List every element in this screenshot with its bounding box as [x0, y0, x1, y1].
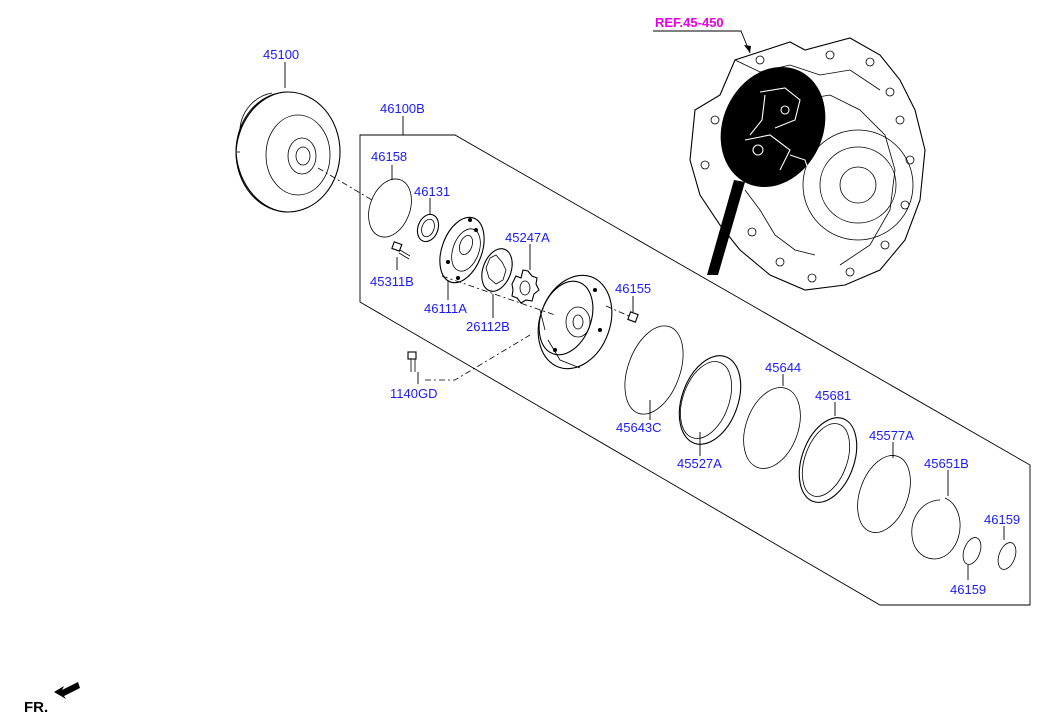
- bolt-45311B: [391, 241, 411, 260]
- label-46100B[interactable]: 46100B: [380, 101, 425, 116]
- ring-45681: [798, 417, 858, 503]
- centerline-1: [317, 167, 373, 201]
- ring-45643C: [624, 325, 684, 415]
- ring-45577A: [857, 455, 911, 533]
- seal-ring-46159-a: [962, 537, 982, 565]
- ring-45644: [743, 387, 801, 469]
- centerline-3: [425, 334, 531, 381]
- fr-label: FR.: [24, 699, 48, 716]
- label-45527A[interactable]: 45527A: [677, 456, 722, 471]
- label-45643C[interactable]: 45643C: [616, 420, 662, 435]
- label-45247A[interactable]: 45247A: [505, 230, 550, 245]
- label-46111A[interactable]: 46111A: [424, 301, 467, 316]
- label-45644[interactable]: 45644: [765, 360, 801, 375]
- label-46155[interactable]: 46155: [615, 281, 651, 296]
- transmission-housing: [689, 37, 926, 291]
- pump-housing: [537, 274, 613, 370]
- label-46131[interactable]: 46131: [414, 184, 450, 199]
- label-1140GD[interactable]: 1140GD: [390, 386, 437, 401]
- bolt-1140GD: [407, 351, 417, 372]
- label-46158[interactable]: 46158: [371, 149, 407, 164]
- snap-ring-45651B: [911, 497, 961, 560]
- label-45651B[interactable]: 45651B: [924, 456, 969, 471]
- inner-gear-45247A: [511, 269, 540, 304]
- ref-45-450-label[interactable]: REF.45-450: [655, 15, 724, 30]
- label-45100[interactable]: 45100: [263, 47, 299, 62]
- torque-converter: [235, 91, 341, 213]
- centerline-2: [441, 275, 556, 316]
- ref-arrowhead: [744, 45, 751, 53]
- label-46159-lower[interactable]: 46159: [950, 582, 986, 597]
- label-26112B[interactable]: 26112B: [466, 319, 510, 334]
- ring-45527A: [678, 355, 742, 445]
- label-45311B[interactable]: 45311B: [370, 274, 414, 289]
- pump-cover-46111A: [439, 216, 485, 284]
- front-orientation-marker: FR.: [24, 682, 80, 716]
- ref-leader-line: [653, 30, 751, 54]
- label-45577A[interactable]: 45577A: [869, 428, 914, 443]
- assembly-group-outline: [359, 134, 1031, 606]
- label-46159-upper[interactable]: 46159: [984, 512, 1020, 527]
- outer-gear-26112B: [481, 248, 513, 292]
- front-arrow-icon: [54, 682, 80, 699]
- label-45681[interactable]: 45681: [815, 388, 851, 403]
- oil-seal-46131: [416, 213, 440, 243]
- seal-ring-46159-b: [997, 542, 1017, 570]
- o-ring-46158: [368, 178, 412, 238]
- bolt-46155: [605, 305, 639, 323]
